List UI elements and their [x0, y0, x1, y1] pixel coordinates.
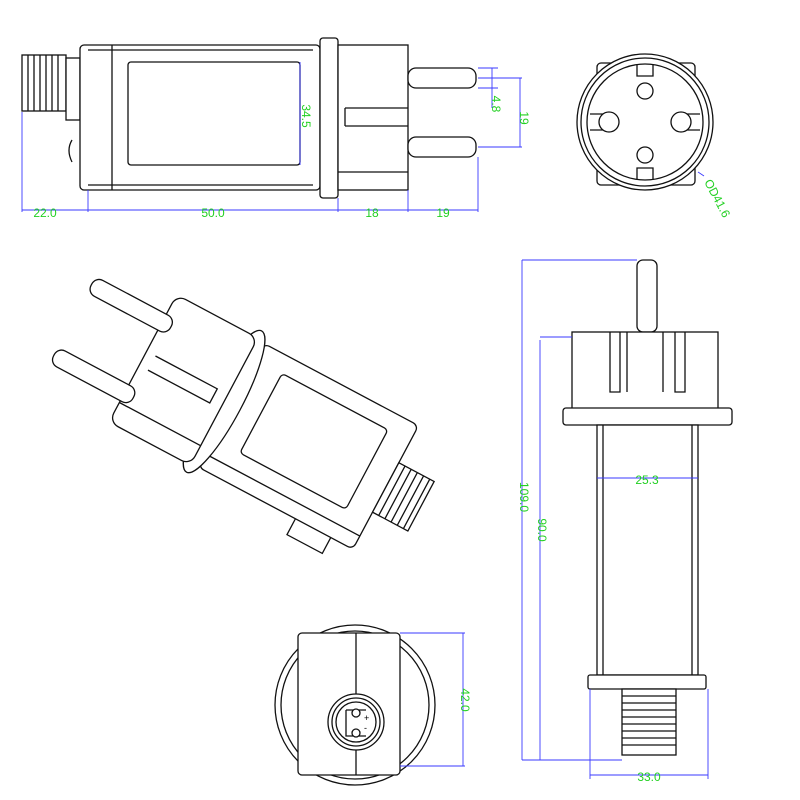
side-flange [562, 407, 733, 426]
pins [407, 67, 477, 158]
body [79, 44, 321, 191]
dim-base-width: 33.0 [637, 770, 661, 784]
side-thread [621, 688, 677, 756]
side-plug-head [571, 331, 719, 411]
dim-thread-length: 22.0 [33, 206, 57, 220]
side-body [596, 424, 699, 676]
plug-head [337, 44, 409, 191]
isometric-view [51, 278, 436, 555]
side-dimensions: 109.0 90.0 25.3 33.0 [517, 259, 709, 784]
iso-plug [111, 297, 256, 463]
earth-hole-top [636, 82, 654, 100]
front-view: OD41.6 [576, 53, 733, 220]
dim-side-body-length: 90.0 [535, 518, 549, 542]
side-pin [636, 259, 658, 333]
top-dimensions: 22.0 50.0 18 19 34.5 4.8 19 [21, 62, 531, 220]
pin-hole-right [670, 111, 692, 133]
earth-hole-bottom [636, 146, 654, 164]
top-view: 22.0 50.0 18 19 34.5 4.8 19 [21, 37, 531, 220]
iso-pin-1 [89, 278, 174, 333]
polarity-minus: - [364, 723, 367, 733]
dim-body-width: 25.3 [635, 473, 659, 487]
thread [21, 54, 81, 163]
flange [319, 37, 339, 199]
dim-outer-diameter: OD41.6 [701, 177, 733, 220]
side-view: 109.0 90.0 25.3 33.0 [517, 259, 733, 784]
dim-body-length: 50.0 [201, 206, 225, 220]
dim-pin-length: 19 [436, 206, 450, 220]
bottom-view: + - 42.0 [274, 624, 472, 786]
dim-plug-length: 18 [365, 206, 379, 220]
iso-pin-2 [51, 349, 136, 404]
dim-body-height: 34.5 [299, 104, 313, 128]
connector: + - [327, 693, 385, 751]
dim-total-length: 109.0 [517, 482, 531, 512]
pin-hole-left [598, 111, 620, 133]
dim-bottom-height: 42.0 [458, 688, 472, 712]
dim-pin-diameter: 4.8 [489, 96, 503, 113]
dim-pin-spacing: 19 [517, 111, 531, 125]
polarity-plus: + [364, 713, 369, 723]
